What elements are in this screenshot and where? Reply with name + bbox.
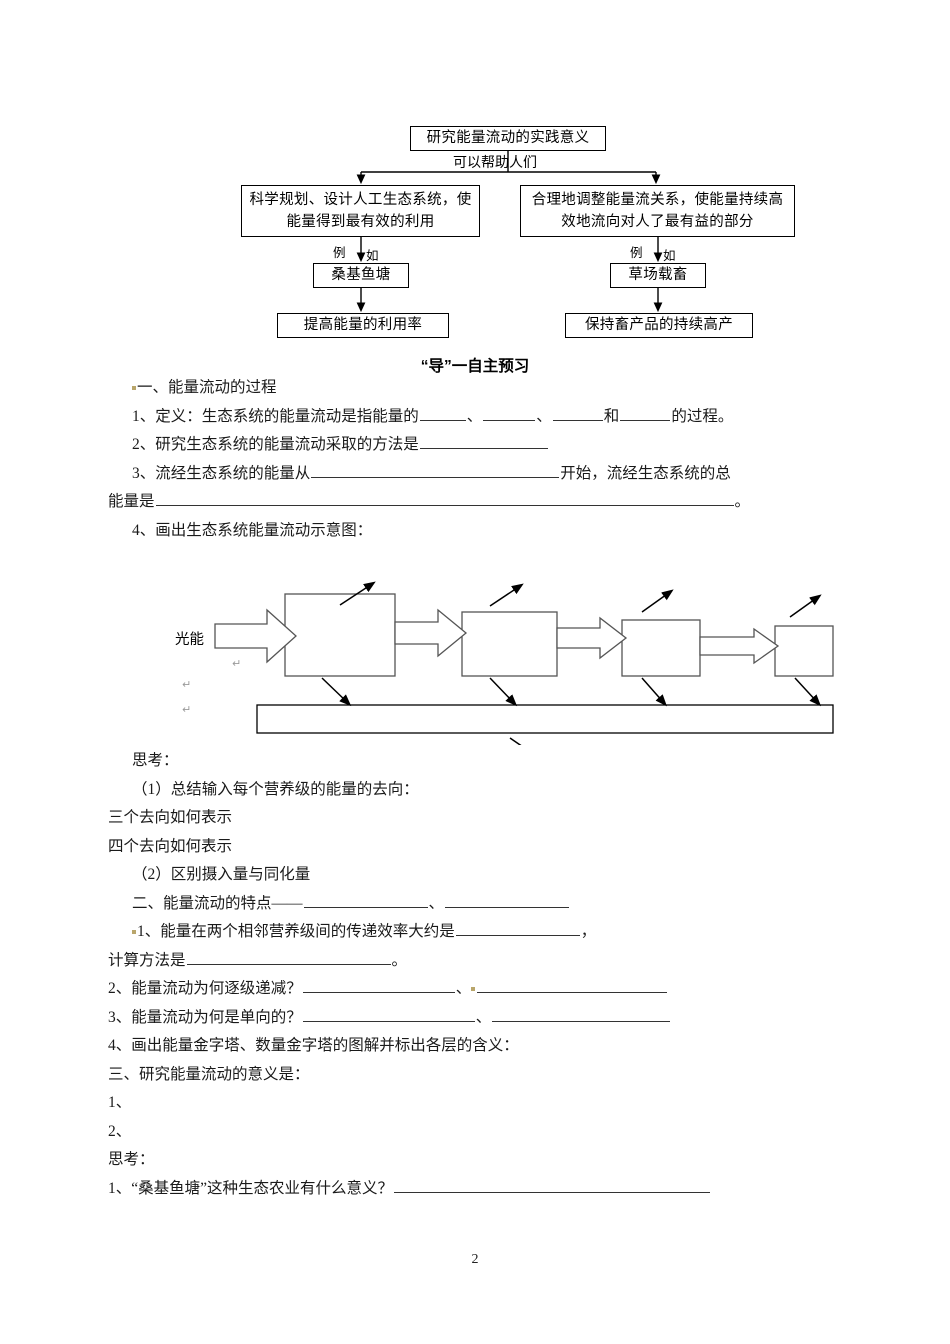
- fill-blank[interactable]: [419, 433, 548, 449]
- flowchart-right-example-box: 草场载畜: [610, 263, 706, 288]
- respiration-arrow-4: [789, 594, 822, 618]
- item-1-4: 4、画出生态系统能量流动示意图：: [132, 521, 373, 539]
- flowchart-connector-label: 可以帮助人们: [453, 154, 537, 170]
- heading-two: 二、能量流动的特点——、: [108, 890, 848, 919]
- item-3-1: 1、: [108, 1094, 132, 1111]
- flowchart-right-example-label-b: 如: [663, 249, 676, 263]
- item-3-2: 2、: [108, 1122, 132, 1140]
- fill-blank[interactable]: [311, 462, 560, 478]
- think-2-label: 思考：: [108, 1151, 155, 1168]
- to-decomposer-arrow-2: [489, 677, 518, 707]
- producer-box: [284, 593, 396, 677]
- tertiary-consumer-box: [774, 625, 834, 677]
- fill-blank[interactable]: [394, 1177, 711, 1193]
- flowchart-right-example-label-a: 例: [630, 246, 643, 260]
- respiration-arrow-1: [339, 581, 376, 606]
- think-1-label: 思考：: [132, 752, 179, 769]
- item-2-1-cont: 计算方法是。: [108, 947, 848, 976]
- page-number: 2: [471, 1252, 479, 1267]
- think-2-question-1: 1、“桑基鱼塘”这种生态农业有什么意义？: [108, 1175, 848, 1204]
- scan-artifact-dot: [132, 386, 136, 391]
- item-2-4: 4、画出能量金字塔、数量金字塔的图解并标出各层的含义：: [108, 1037, 519, 1054]
- fill-blank[interactable]: [552, 405, 603, 421]
- flowchart-left-example-label-b: 如: [366, 249, 379, 263]
- to-decomposer-arrow-3: [641, 677, 667, 707]
- flowchart-title-box: 研究能量流动的实践意义: [410, 126, 606, 151]
- fill-blank[interactable]: [455, 920, 580, 936]
- item-1-3-cont: 能量是。: [108, 488, 848, 517]
- fill-blank[interactable]: [155, 490, 734, 506]
- scan-artifact-dot: [132, 930, 136, 935]
- think-1-question-2: （2）区别摄入量与同化量: [132, 866, 311, 883]
- flowchart-right-result-box: 保持畜产品的持续高产: [565, 313, 753, 338]
- respiration-arrow-2: [489, 583, 524, 607]
- fill-blank[interactable]: [186, 949, 391, 965]
- item-2-2: 2、能量流动为何逐级递减？、: [108, 975, 848, 1004]
- flow-arrow-2: [556, 616, 628, 660]
- body-text-lower: 思考： （1）总结输入每个营养级的能量的去向： 三个去向如何表示 四个去向如何表…: [108, 747, 848, 1203]
- heading-one: 一、能量流动的过程: [108, 374, 848, 403]
- energy-flow-diagram: 光能 ↵ ↵ ↵: [150, 570, 850, 745]
- fill-blank[interactable]: [302, 977, 455, 993]
- think-1-answer-1: 三个去向如何表示: [108, 809, 233, 826]
- flowchart-connectors: [356, 151, 663, 313]
- light-energy-arrow: [214, 608, 297, 664]
- secondary-consumer-box: [621, 619, 701, 677]
- to-decomposer-arrow-1: [321, 677, 352, 707]
- scan-artifact-dot: [471, 987, 476, 992]
- section-heading: “导”一自主预习: [420, 358, 530, 375]
- fill-blank[interactable]: [492, 1006, 671, 1022]
- primary-consumer-box: [461, 611, 558, 677]
- decomposer-bar: [256, 704, 834, 734]
- light-energy-label: 光能: [175, 632, 204, 648]
- fill-blank[interactable]: [483, 405, 536, 421]
- flowchart-left-example-label-a: 例: [333, 246, 346, 260]
- item-2-3: 3、能量流动为何是单向的？、: [108, 1004, 848, 1033]
- pilcrow-mark: ↵: [182, 678, 192, 691]
- item-2-1: 1、能量在两个相邻营养级间的传递效率大约是，: [108, 918, 848, 947]
- decomposer-respiration-arrow: [509, 737, 522, 745]
- item-1-2: 2、研究生态系统的能量流动采取的方法是: [108, 431, 848, 460]
- think-1-question-1: （1）总结输入每个营养级的能量的去向：: [132, 780, 419, 798]
- fill-blank[interactable]: [419, 405, 466, 421]
- energy-flow-shapes: [214, 581, 834, 745]
- fill-blank[interactable]: [303, 892, 428, 908]
- flowchart-right-main-box: 合理地调整能量流关系，使能量持续高效地流向对人了最有益的部分: [520, 185, 795, 237]
- item-1-1: 1、定义：生态系统的能量流动是指能量的、、和的过程。: [108, 403, 848, 432]
- flow-arrow-3: [699, 627, 780, 665]
- body-text-upper: 一、能量流动的过程 1、定义：生态系统的能量流动是指能量的、、和的过程。 2、研…: [108, 374, 848, 545]
- fill-blank[interactable]: [620, 405, 671, 421]
- flowchart-left-result-box: 提高能量的利用率: [277, 313, 449, 338]
- item-1-3: 3、流经生态系统的能量从开始，流经生态系统的总: [108, 460, 848, 489]
- flowchart-left-example-box: 桑基鱼塘: [313, 263, 409, 288]
- pilcrow-mark: ↵: [232, 657, 242, 670]
- think-1-answer-2: 四个去向如何表示: [108, 837, 233, 855]
- flow-arrow-1: [394, 608, 468, 658]
- to-decomposer-arrow-4: [794, 677, 822, 707]
- pilcrow-mark: ↵: [182, 703, 192, 716]
- flowchart-left-main-box: 科学规划、设计人工生态系统，使能量得到最有效的利用: [241, 185, 480, 237]
- fill-blank[interactable]: [302, 1006, 475, 1022]
- practical-significance-flowchart: 研究能量流动的实践意义 可以帮助人们 科学规划、设计人工生态系统，使能量得到最有…: [0, 0, 950, 350]
- heading-three: 三、研究能量流动的意义是：: [108, 1065, 310, 1083]
- fill-blank[interactable]: [445, 892, 570, 908]
- respiration-arrow-3: [641, 589, 674, 613]
- fill-blank[interactable]: [477, 977, 668, 993]
